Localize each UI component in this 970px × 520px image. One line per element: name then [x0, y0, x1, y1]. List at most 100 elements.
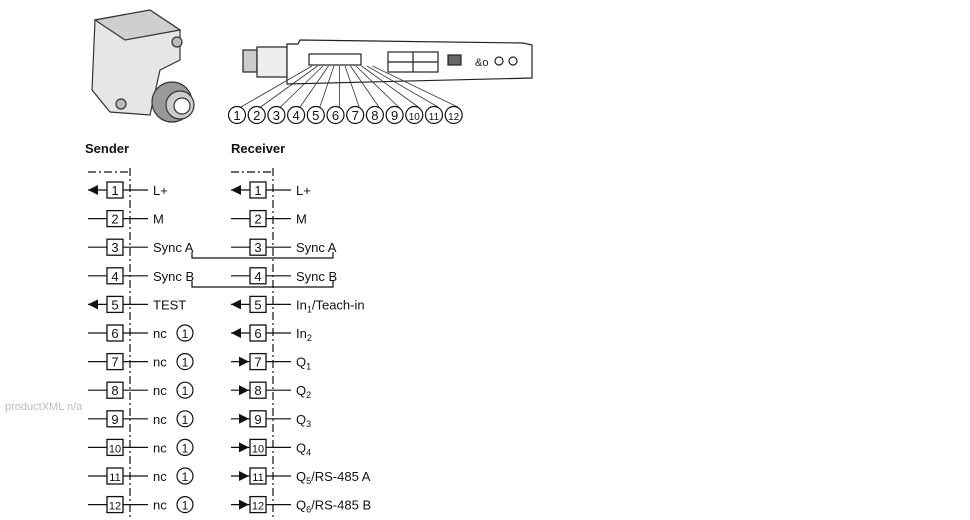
- arrow-right-icon: [239, 356, 249, 367]
- receiver-pin-row: 6 In2: [231, 324, 312, 343]
- callout-circle: [346, 105, 365, 125]
- pin-box: [106, 438, 124, 457]
- pin-box: [249, 381, 267, 399]
- footnote-circle: [176, 324, 194, 342]
- pin-number: 1: [254, 183, 261, 198]
- pin-label: Q4: [296, 440, 311, 457]
- receiver-pin-row: 1 L+: [231, 181, 311, 199]
- pin-box: [106, 238, 124, 256]
- pin-number: 7: [254, 355, 261, 370]
- callout-leader-line: [240, 65, 313, 108]
- pin-label: Q2: [296, 383, 311, 400]
- callout-number: 4: [292, 108, 299, 123]
- callout-leader-line: [319, 65, 335, 108]
- pin-label: Sync A: [296, 240, 337, 255]
- pin-label: nc: [153, 355, 167, 370]
- pin-label: M: [153, 212, 164, 227]
- arrow-left-icon: [88, 185, 98, 195]
- callout-circle: [424, 105, 444, 125]
- pin-number: 6: [254, 326, 261, 341]
- callout-leader-line: [344, 65, 360, 108]
- pin-label: nc: [153, 440, 167, 455]
- svg-text:&o: &o: [475, 57, 488, 69]
- footnote-number: 1: [182, 356, 189, 370]
- pin-box: [106, 495, 124, 514]
- pin-box: [249, 267, 267, 285]
- pin-label: L+: [153, 183, 168, 198]
- callout-number: 11: [429, 112, 440, 123]
- sender-device-illustration: [91, 9, 195, 123]
- pin-number: 2: [111, 212, 118, 227]
- arrow-right-icon: [239, 385, 249, 396]
- pin-box: [106, 410, 124, 428]
- footnote-number: 1: [182, 441, 189, 455]
- footnote-number: 1: [182, 470, 189, 484]
- pin-number: 1: [111, 183, 118, 198]
- footnote-circle: [176, 496, 194, 514]
- callout-number: 12: [448, 112, 460, 123]
- callout-leader-line: [355, 65, 399, 108]
- arrow-right-icon: [239, 442, 249, 453]
- pin-number: 11: [252, 472, 263, 484]
- pin-label: M: [296, 212, 307, 227]
- pin-label: nc: [153, 326, 167, 341]
- pin-label: Q5/RS-485 A: [296, 469, 371, 486]
- callout-number: 7: [352, 108, 359, 123]
- callout-circle: [365, 105, 384, 125]
- pin-label: nc: [153, 412, 167, 427]
- watermark: productXML n/a: [5, 401, 83, 413]
- footnote-circle: [176, 381, 194, 399]
- callout-number: 8: [371, 108, 378, 123]
- pin-box: [249, 324, 267, 342]
- sender-pin-row: 3 Sync A: [88, 238, 194, 256]
- callout-number: 5: [312, 108, 319, 123]
- pin-label: In2: [296, 326, 312, 343]
- pin-box: [249, 495, 267, 514]
- pin-box: [106, 209, 124, 228]
- receiver-title: Receiver: [231, 141, 286, 156]
- pin-number: 3: [111, 240, 118, 255]
- pin-number: 8: [111, 383, 118, 398]
- pin-label: Sync A: [153, 240, 194, 255]
- pin-number: 7: [111, 355, 118, 370]
- pin-box: [249, 238, 267, 256]
- callout-circle: [306, 105, 325, 125]
- callout-leader-line: [260, 65, 318, 108]
- pin-number: 6: [111, 326, 118, 341]
- pin-box: [249, 181, 267, 199]
- pin-number: 5: [111, 297, 118, 312]
- callout-number: 1: [233, 108, 240, 123]
- arrow-right-icon: [239, 499, 249, 510]
- arrow-left-icon: [88, 299, 98, 310]
- pin-box: [106, 352, 124, 371]
- pin-label: Sync B: [153, 269, 194, 284]
- callout-leader-line: [361, 65, 419, 108]
- arrow-right-icon: [239, 471, 249, 481]
- callout-circle: [405, 105, 424, 125]
- footnote-circle: [176, 438, 194, 456]
- pin-box: [106, 324, 124, 342]
- pin-label: In1/Teach-in: [296, 297, 365, 314]
- pin-label: Q3: [296, 412, 311, 429]
- receiver-pin-row: 11 Q5/RS-485 A: [231, 467, 371, 486]
- pin-box: [249, 467, 267, 485]
- pin-label: nc: [153, 469, 167, 484]
- pin-label: L+: [296, 183, 311, 198]
- pin-box: [249, 295, 267, 314]
- callout-leader-line: [299, 65, 329, 108]
- callout-circle: [444, 105, 463, 125]
- pin-box: [106, 295, 124, 314]
- footnote-circle: [176, 467, 194, 485]
- arrow-left-icon: [231, 185, 241, 195]
